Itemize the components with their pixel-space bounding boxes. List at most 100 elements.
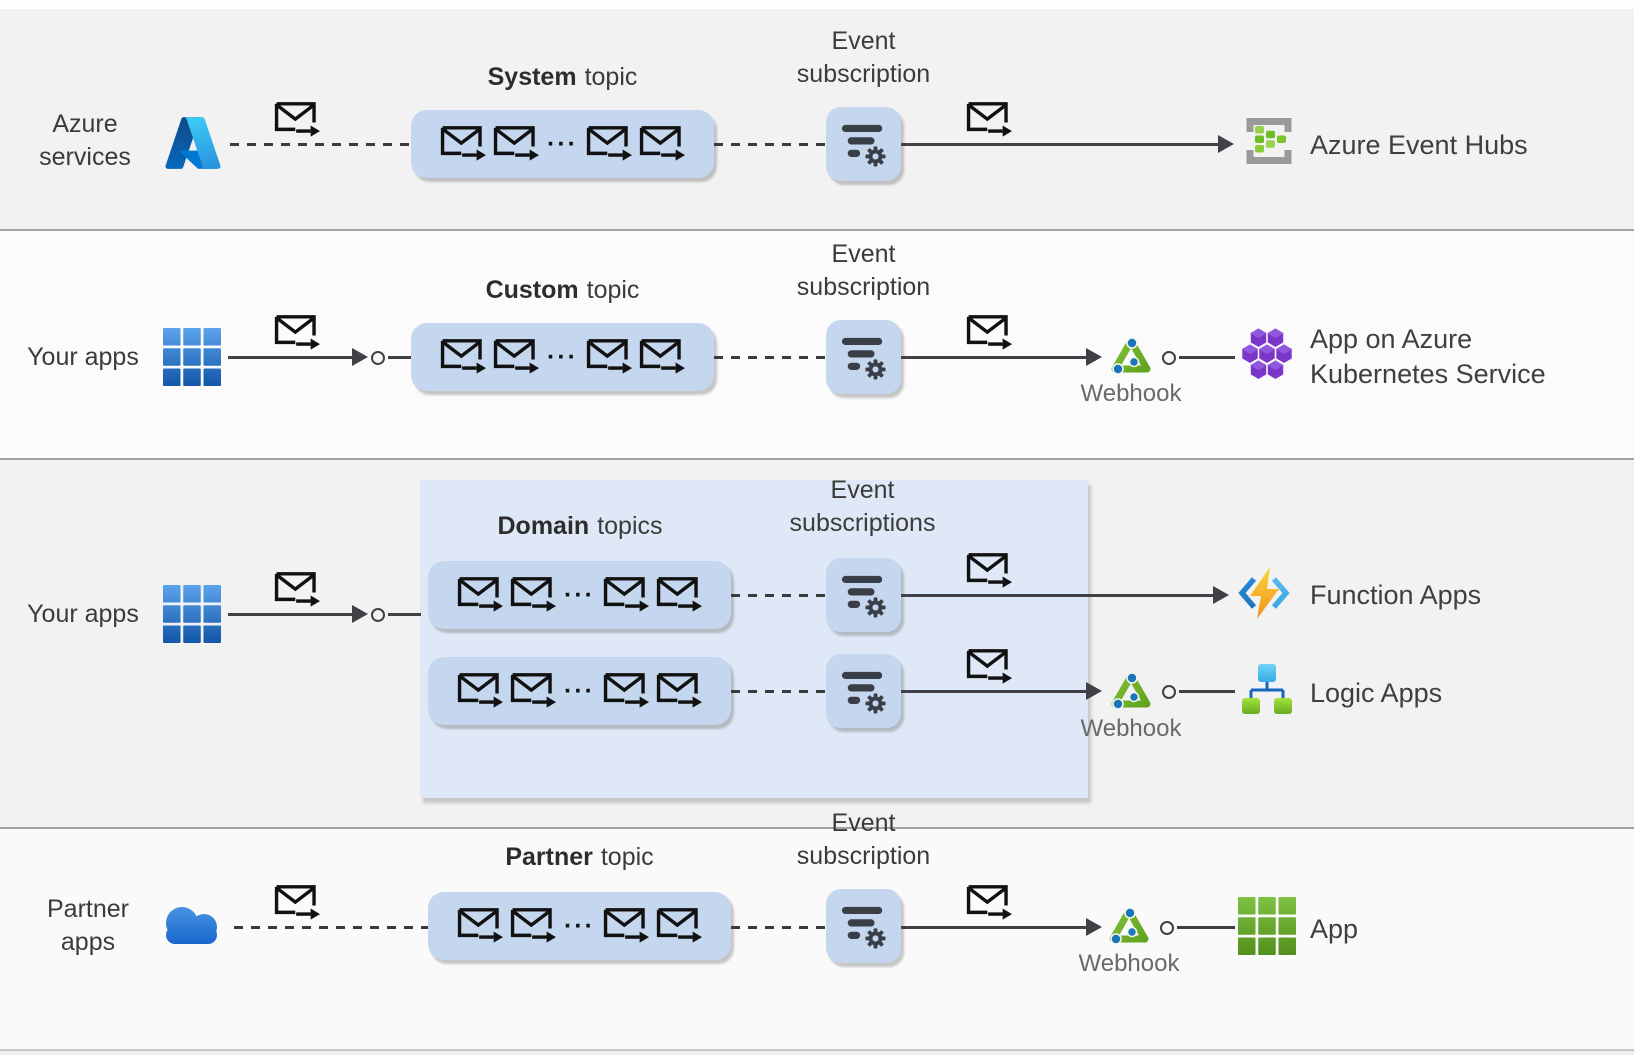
source-label-line: Your apps bbox=[27, 600, 139, 628]
domain-topic-box-2: ··· bbox=[428, 657, 731, 725]
envelope-arrow-icon bbox=[440, 338, 486, 376]
background-band-partner bbox=[0, 828, 1634, 1049]
cloud-icon bbox=[166, 907, 217, 944]
envelope-arrow-icon bbox=[586, 338, 632, 376]
target-label-line: Kubernetes Service bbox=[1310, 359, 1546, 389]
event-subscriptions-label: Event subscriptions bbox=[770, 474, 955, 540]
event-subscription-box bbox=[826, 320, 901, 394]
arrowhead-icon bbox=[352, 605, 368, 623]
connector-circle bbox=[1160, 921, 1174, 935]
event-subscription-label: Event subscription bbox=[780, 238, 947, 304]
flow-line bbox=[388, 613, 421, 616]
envelope-arrow-icon bbox=[440, 125, 486, 163]
envelope-arrow-icon bbox=[603, 907, 649, 945]
envelope-arrow-icon bbox=[966, 101, 1012, 139]
envelope-arrow-icon bbox=[966, 884, 1012, 922]
webhook-icon bbox=[1109, 907, 1149, 945]
ellipsis-dots: ··· bbox=[547, 342, 578, 371]
partner-topic-box: ··· bbox=[428, 892, 731, 960]
dashed-flow-line bbox=[230, 143, 411, 146]
azure-logo-icon bbox=[165, 117, 221, 169]
topic-label-bold: Custom bbox=[485, 276, 579, 304]
target-label-aks: App on Azure Kubernetes Service bbox=[1310, 322, 1546, 392]
topic-label-bold: Partner bbox=[505, 843, 593, 871]
source-label-line: apps bbox=[60, 928, 116, 956]
event-hubs-icon bbox=[1246, 118, 1292, 164]
envelope-arrow-icon bbox=[493, 125, 539, 163]
filter-gear-icon bbox=[840, 572, 888, 618]
envelope-arrow-icon bbox=[274, 884, 320, 922]
topic-label-rest: topics bbox=[597, 512, 663, 540]
connector-circle bbox=[1162, 685, 1176, 699]
target-label-logic-apps: Logic Apps bbox=[1310, 678, 1443, 708]
flow-line bbox=[901, 356, 1086, 359]
topic-label-bold: System bbox=[487, 63, 577, 91]
subscription-label-line: Event bbox=[831, 27, 896, 55]
event-subscription-box bbox=[826, 654, 901, 728]
filter-gear-icon bbox=[840, 121, 888, 167]
envelope-arrow-icon bbox=[457, 907, 503, 945]
webhook-icon bbox=[1111, 672, 1151, 710]
row-divider bbox=[0, 229, 1634, 231]
flow-line bbox=[228, 613, 352, 616]
envelope-arrow-icon bbox=[457, 576, 503, 614]
envelope-arrow-icon bbox=[966, 648, 1012, 686]
topic-label-rest: topic bbox=[600, 843, 654, 871]
apps-grid-icon bbox=[163, 585, 221, 643]
envelope-arrow-icon bbox=[603, 576, 649, 614]
filter-gear-icon bbox=[840, 668, 888, 714]
envelope-arrow-icon bbox=[493, 338, 539, 376]
source-label-your-apps: Your apps bbox=[18, 598, 148, 631]
aks-hexagons-icon bbox=[1241, 327, 1293, 381]
event-subscription-box bbox=[826, 558, 901, 632]
flow-line bbox=[228, 356, 352, 359]
subscription-label-line: subscriptions bbox=[789, 509, 936, 537]
subscription-label-line: subscription bbox=[796, 60, 931, 88]
source-label-your-apps: Your apps bbox=[18, 341, 148, 374]
flow-line bbox=[901, 926, 1086, 929]
envelope-arrow-icon bbox=[586, 125, 632, 163]
webhook-label: Webhook bbox=[1080, 715, 1182, 742]
row-divider bbox=[0, 458, 1634, 460]
source-label-partner-apps: Partner apps bbox=[28, 893, 148, 959]
envelope-arrow-icon bbox=[966, 314, 1012, 352]
envelope-arrow-icon bbox=[639, 338, 685, 376]
envelope-arrow-icon bbox=[274, 571, 320, 609]
envelope-arrow-icon bbox=[656, 576, 702, 614]
arrowhead-icon bbox=[1086, 348, 1102, 366]
top-margin-band bbox=[0, 0, 1634, 9]
envelope-arrow-icon bbox=[656, 672, 702, 710]
topic-label-bold: Domain bbox=[497, 512, 590, 540]
logic-apps-icon bbox=[1242, 664, 1292, 714]
flow-line bbox=[1179, 356, 1235, 359]
webhook-label: Webhook bbox=[1080, 380, 1182, 407]
subscription-label-line: Event bbox=[831, 809, 896, 837]
envelope-arrow-icon bbox=[639, 125, 685, 163]
flow-line bbox=[901, 594, 1213, 597]
subscription-label-line: subscription bbox=[796, 273, 931, 301]
ellipsis-dots: ··· bbox=[564, 676, 595, 705]
subscription-label-line: subscription bbox=[796, 842, 931, 870]
subscription-label-line: Event bbox=[831, 240, 896, 268]
app-grid-green-icon bbox=[1238, 897, 1296, 955]
source-label-azure-services: Azure services bbox=[20, 108, 150, 174]
source-label-line: Your apps bbox=[27, 343, 139, 371]
apps-grid-icon bbox=[163, 328, 221, 386]
event-subscription-box bbox=[826, 107, 901, 181]
envelope-arrow-icon bbox=[274, 314, 320, 352]
background-band-custom bbox=[0, 230, 1634, 458]
ellipsis-dots: ··· bbox=[564, 911, 595, 940]
envelope-arrow-icon bbox=[457, 672, 503, 710]
dashed-flow-line bbox=[731, 926, 826, 929]
arrowhead-icon bbox=[1218, 135, 1234, 153]
background-band-system bbox=[0, 9, 1634, 229]
bottom-margin-band bbox=[0, 1050, 1634, 1055]
event-subscription-box bbox=[826, 889, 901, 963]
flow-line bbox=[1177, 926, 1235, 929]
envelope-arrow-icon bbox=[656, 907, 702, 945]
connector-circle bbox=[1162, 351, 1176, 365]
